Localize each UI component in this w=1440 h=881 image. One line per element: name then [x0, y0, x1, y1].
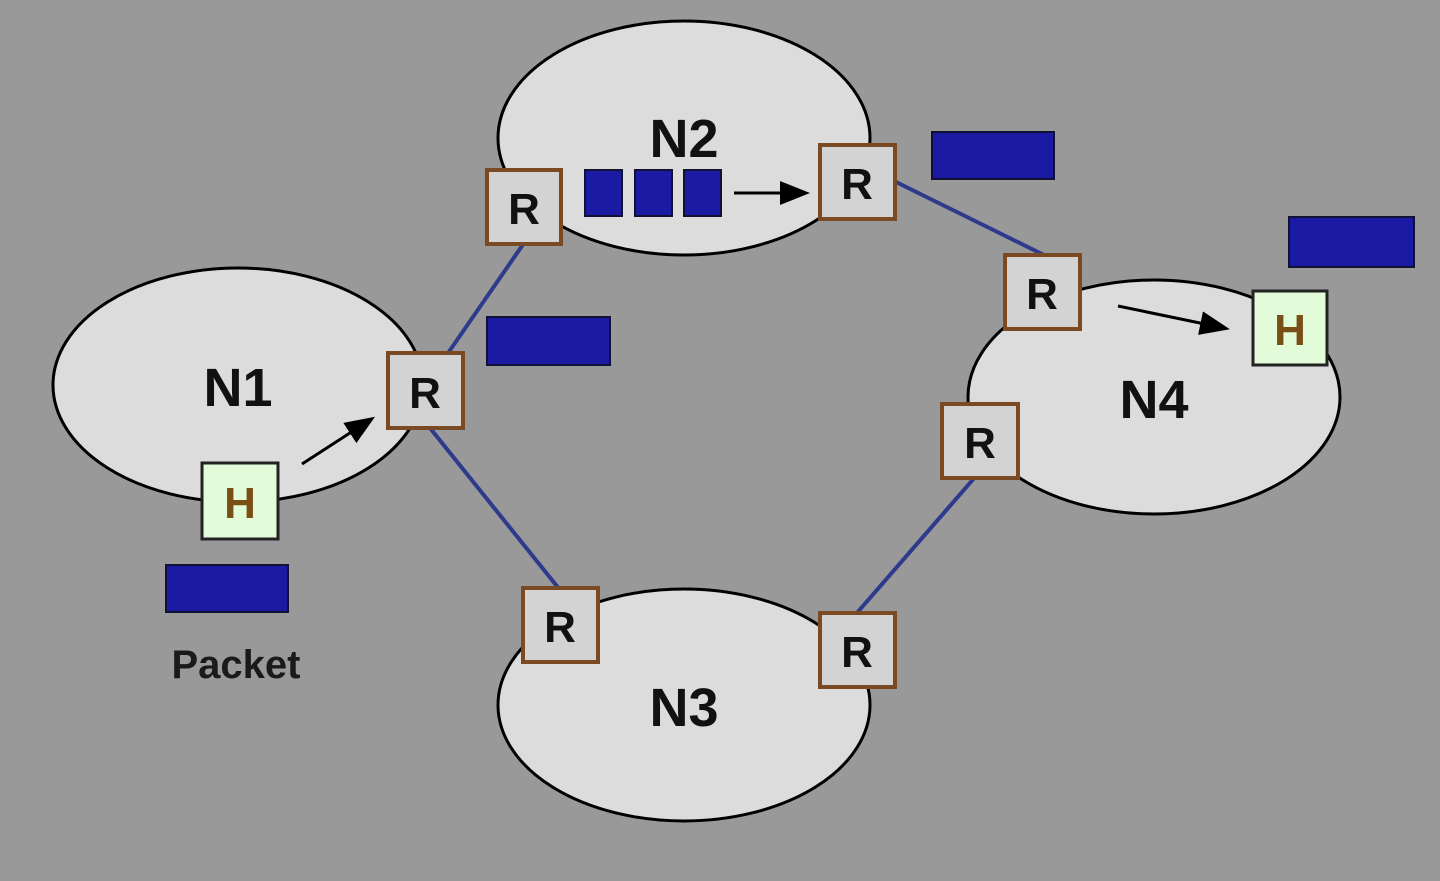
router-n1: R	[386, 351, 465, 430]
router-label: R	[1026, 270, 1058, 319]
network-n1: N1	[51, 266, 425, 504]
packet-at-destination	[1288, 216, 1415, 268]
router-n4-bottom: R	[940, 402, 1020, 480]
packet-at-source	[165, 564, 289, 613]
arrow-host-to-router-icon	[301, 416, 376, 466]
packet-caption: Packet	[172, 643, 301, 687]
router-box	[521, 586, 600, 664]
host-destination: H	[1251, 289, 1329, 367]
packet-queued-3	[683, 169, 722, 217]
router-box	[818, 611, 897, 689]
packet-queued-2	[634, 169, 673, 217]
host-box	[1251, 289, 1329, 367]
host-box	[200, 461, 280, 541]
router-label: R	[508, 185, 540, 234]
packet-on-link-n1-n2	[486, 316, 611, 366]
router-box	[1003, 253, 1082, 331]
network-n4-shape	[966, 278, 1342, 516]
link-n4-n3	[854, 474, 978, 616]
router-n3-left: R	[521, 586, 600, 664]
router-box	[485, 168, 563, 246]
host-label: H	[1274, 306, 1306, 355]
arrow-router-to-host-icon	[1117, 304, 1230, 335]
network-n1-label: N1	[203, 358, 272, 418]
router-label: R	[544, 603, 576, 652]
router-n4-top: R	[1003, 253, 1082, 331]
packet-on-link-n2-n4	[931, 131, 1055, 180]
router-label: R	[409, 369, 441, 418]
router-label: R	[964, 419, 996, 468]
network-n4-label: N4	[1119, 370, 1188, 430]
packet-queued-1	[584, 169, 623, 217]
router-label: R	[841, 160, 873, 209]
link-n1-n3	[428, 426, 562, 592]
link-n2-n4	[891, 178, 1045, 257]
host-label: H	[224, 479, 256, 528]
network-n3-label: N3	[649, 678, 718, 738]
router-box	[940, 402, 1020, 480]
router-box	[386, 351, 465, 430]
router-n2-left: R	[485, 168, 563, 246]
router-label: R	[841, 628, 873, 677]
host-source: H	[200, 461, 280, 541]
router-n2-right: R	[818, 143, 897, 221]
link-n2-n1	[444, 241, 526, 358]
network-n4: N4	[966, 278, 1342, 516]
router-n3-right: R	[818, 611, 897, 689]
router-box	[818, 143, 897, 221]
network-n2-label: N2	[649, 109, 718, 169]
